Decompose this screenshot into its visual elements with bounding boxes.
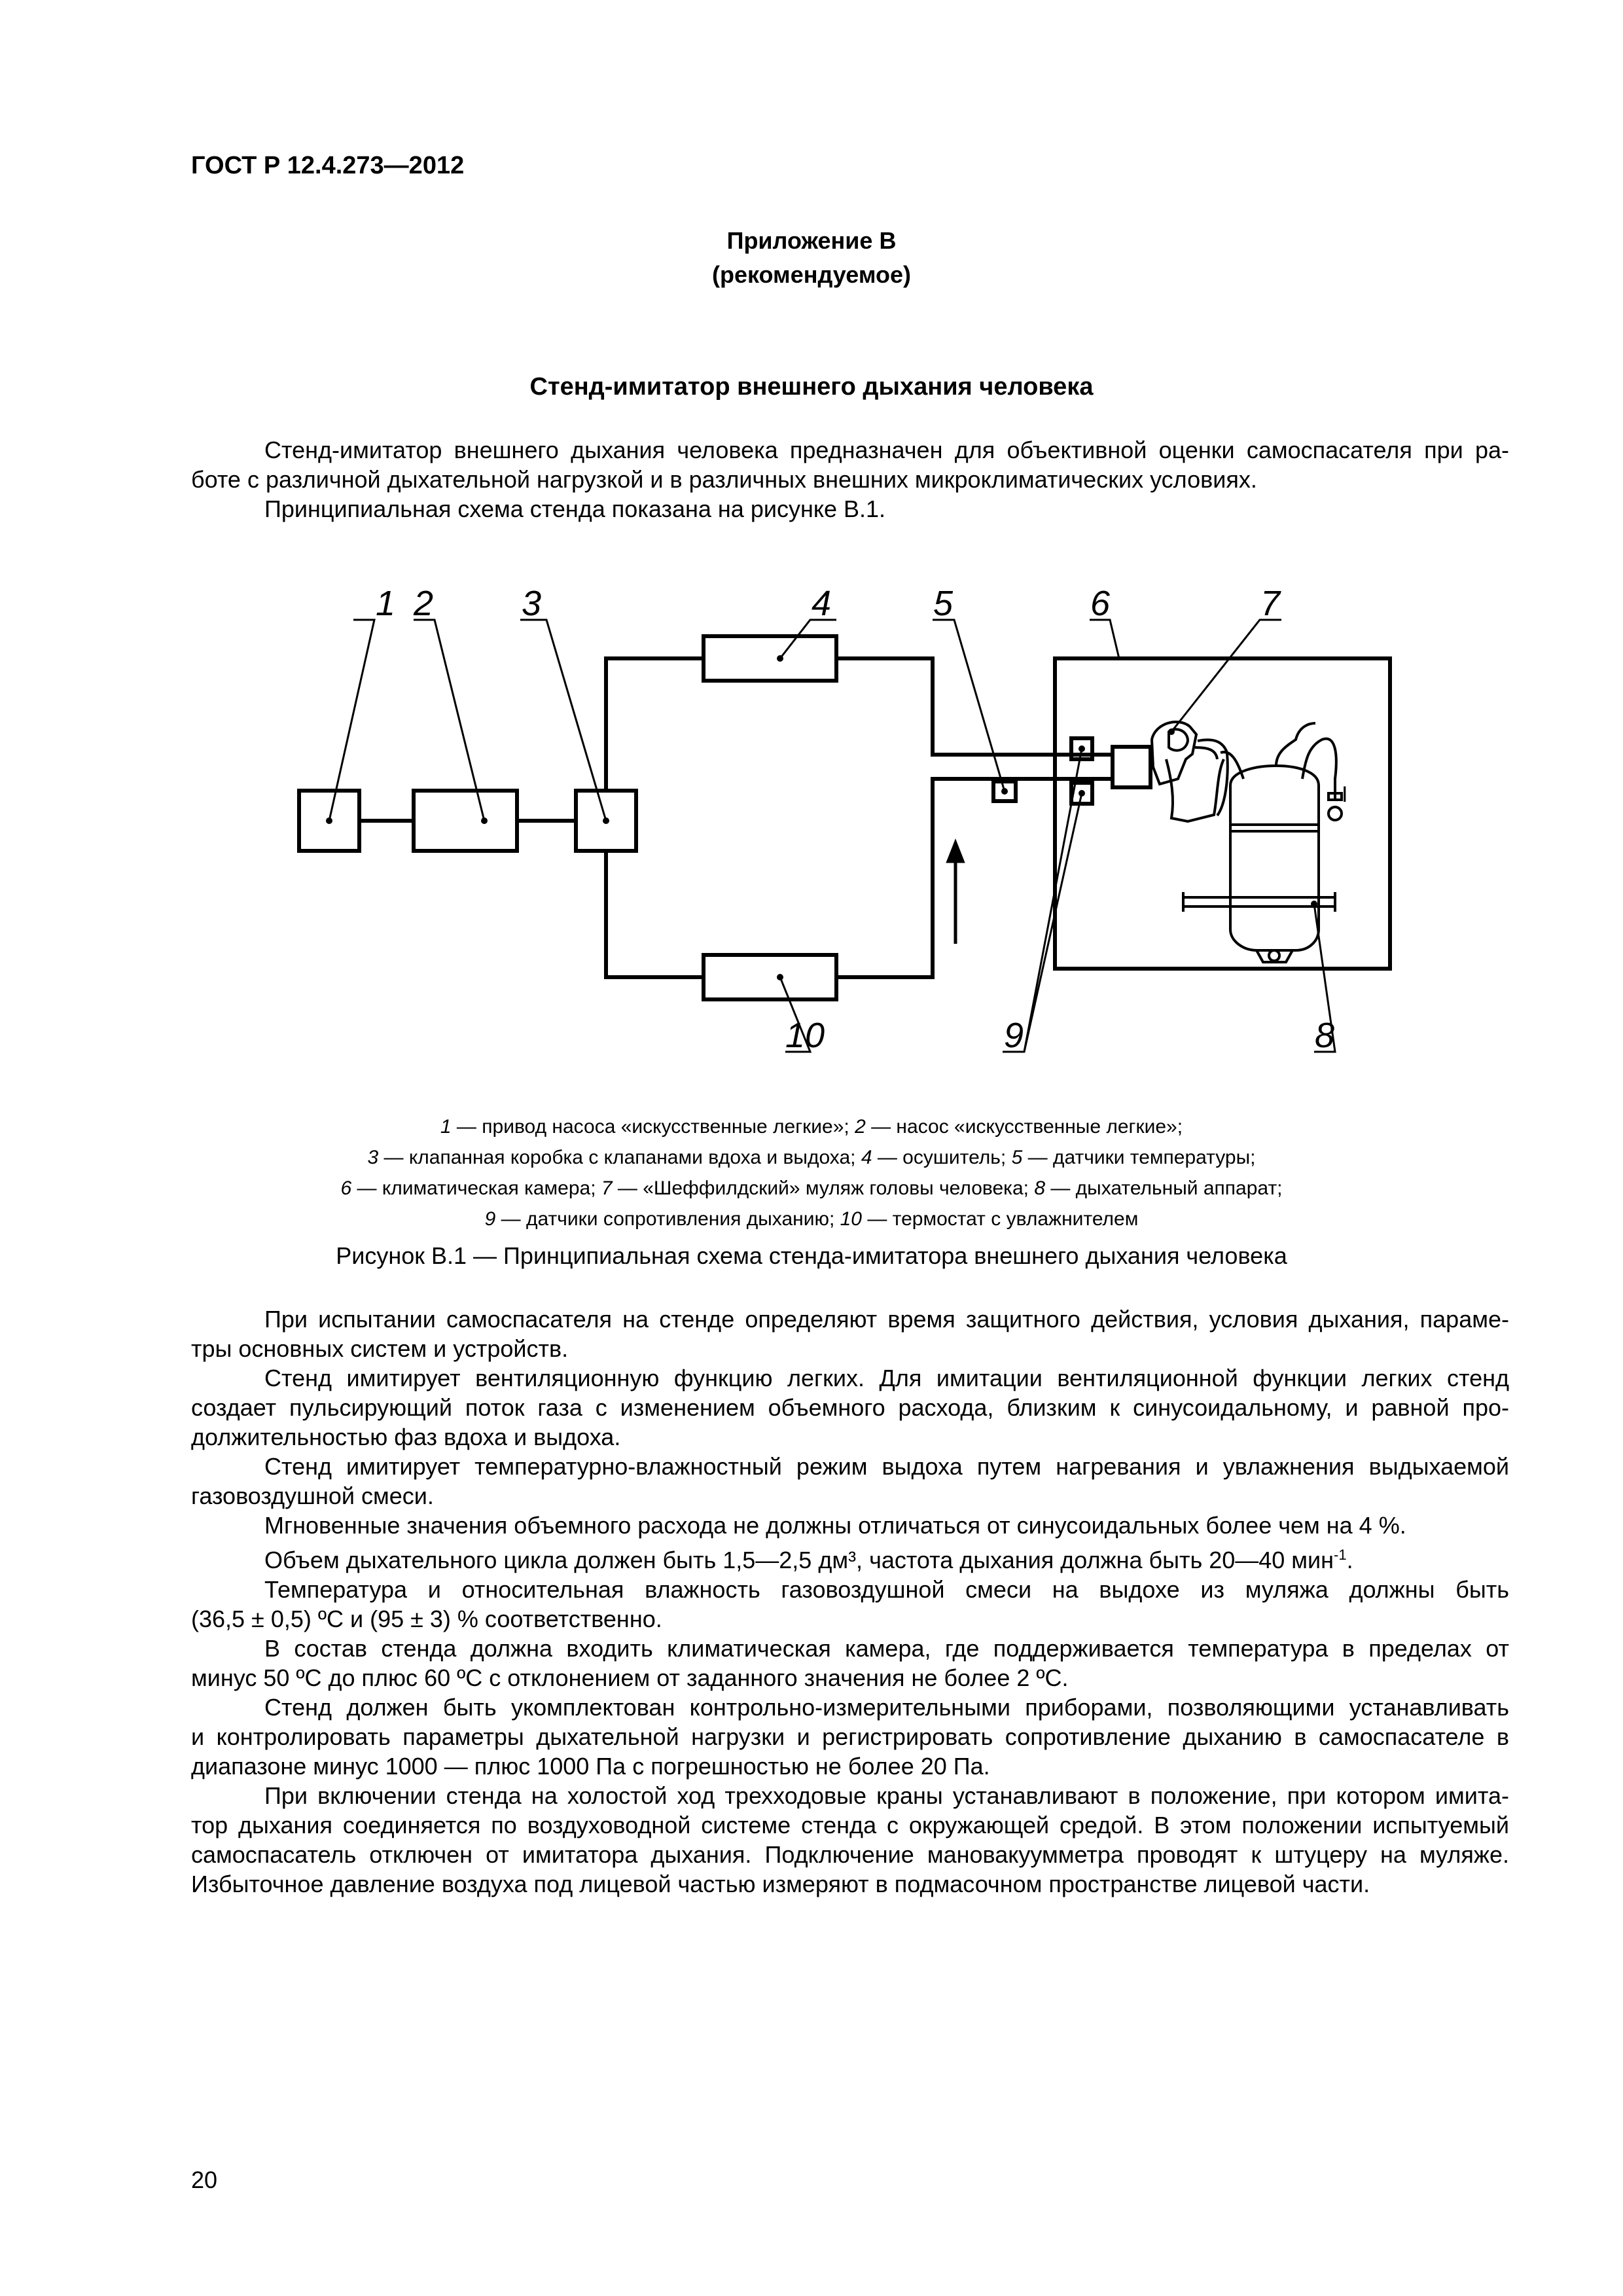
body-line: тры основных систем и устройств.	[191, 1335, 569, 1362]
head-dummy-and-breathing-apparatus	[1150, 720, 1343, 963]
callout-5: 5	[933, 584, 954, 623]
leader-7	[1170, 619, 1281, 732]
callout-10: 10	[785, 1016, 825, 1055]
body-line: В состав стенда должна входить климатиче…	[264, 1635, 1509, 1662]
appendix-status: (рекомендуемое)	[712, 261, 911, 288]
leader-5	[933, 619, 1006, 792]
body-line: Избыточное давление воздуха под лицевой …	[191, 1871, 1370, 1897]
section-title: Стенд-имитатор внешнего дыхания человека	[529, 373, 1094, 401]
intro-text: Стенд-имитатор внешнего дыхания человека…	[191, 435, 1509, 524]
body-line: Стенд должен быть укомплектован контроль…	[264, 1694, 1509, 1721]
body-line: должительностью фаз вдоха и выдоха.	[191, 1424, 621, 1450]
figure-legend: 1 — привод насоса «искусственные легкие»…	[0, 1111, 1623, 1234]
legend-line: 6 — климатическая камера; 7 — «Шеффилдск…	[340, 1177, 1283, 1199]
body-line: тор дыхания соединяется по воздуховодной…	[191, 1812, 1509, 1839]
callout-1: 1	[376, 584, 395, 623]
callout-9: 9	[1004, 1016, 1024, 1055]
leader-1	[328, 619, 376, 821]
legend-line: 9 — датчики сопротивления дыханию; 10 — …	[484, 1208, 1139, 1230]
body-line: Температура и относительная влажность га…	[264, 1576, 1509, 1603]
body-line: При испытании самоспасателя на стенде оп…	[264, 1306, 1509, 1333]
intro-line: Принципиальная схема стенда показана на …	[264, 495, 886, 522]
legend-line: 3 — клапанная коробка с клапанами вдоха …	[367, 1147, 1256, 1168]
artificial-lungs-pump-box	[412, 789, 519, 853]
climate-chamber	[1053, 656, 1392, 971]
callout-8: 8	[1315, 1016, 1334, 1055]
legend-line: 1 — привод насоса «искусственные легкие»…	[440, 1116, 1183, 1138]
resistance-sensor-bottom	[1069, 781, 1094, 806]
leader-2	[414, 619, 486, 821]
stand-schematic-diagram: 1 2 3 4 5 6 7 8 9 10 I	[297, 584, 1392, 1055]
figure-caption: Рисунок В.1 — Принципиальная схема стенд…	[336, 1242, 1287, 1269]
body-line: газовоздушной смеси.	[191, 1482, 434, 1509]
appendix-heading: Приложение В (рекомендуемое)	[0, 224, 1623, 292]
body-line: Стенд имитирует вентиляционную функцию л…	[264, 1365, 1509, 1391]
leader-4	[779, 619, 836, 659]
pipe-bottom-right	[836, 777, 1113, 979]
arrowhead-icon	[946, 838, 965, 863]
leader-6	[1090, 619, 1120, 659]
body-line: создает пульсирующий поток газа с измене…	[191, 1394, 1509, 1421]
callout-2: 2	[413, 584, 433, 623]
body-line: (36,5 ± 0,5) ºС и (95 ± 3) % соответстве…	[191, 1605, 662, 1632]
mask-connector	[1111, 745, 1152, 789]
resistance-sensor-top	[1069, 736, 1094, 761]
body-text: При испытании самоспасателя на стенде оп…	[191, 1304, 1509, 1899]
body-line: самоспасатель отключен от имитатора дыха…	[191, 1841, 1509, 1868]
leader-3	[520, 619, 607, 821]
body-line: и контролировать параметры дыхательной н…	[191, 1723, 1509, 1750]
appendix-label: Приложение В	[726, 227, 897, 254]
thermostat-humidifier-box	[702, 953, 838, 1001]
leader-9b	[1023, 793, 1083, 1052]
intro-line: Стенд-имитатор внешнего дыхания человека…	[264, 437, 1509, 463]
callout-7: 7	[1260, 584, 1281, 623]
pipe-top-right	[836, 656, 1113, 757]
standard-header: ГОСТ Р 12.4.273—2012	[191, 152, 465, 179]
callout-4: 4	[812, 584, 831, 623]
roman-numeral-label: I	[1342, 782, 1347, 807]
leader-8	[1313, 903, 1336, 1053]
page-number: 20	[191, 2166, 218, 2193]
body-line: При включении стенда на холостой ход тре…	[264, 1782, 1509, 1809]
body-line: Стенд имитирует температурно-влажностный…	[264, 1453, 1509, 1480]
intro-line: боте с различной дыхательной нагрузкой и…	[191, 466, 1257, 493]
body-line: Объем дыхательного цикла должен быть 1,5…	[264, 1547, 1353, 1573]
callout-6: 6	[1090, 584, 1111, 623]
body-line: минус 50 ºС до плюс 60 ºС с отклонением …	[191, 1664, 1069, 1691]
pipe-top-left	[604, 656, 704, 791]
leader-10	[779, 977, 812, 1053]
body-line: диапазоне минус 1000 — плюс 1000 Па с по…	[191, 1753, 990, 1780]
dryer-box	[702, 634, 838, 683]
body-line: Мгновенные значения объемного расхода не…	[264, 1512, 1406, 1539]
pipe-bottom-left	[604, 851, 704, 979]
temperature-sensor	[991, 780, 1018, 803]
callout-3: 3	[522, 584, 541, 623]
